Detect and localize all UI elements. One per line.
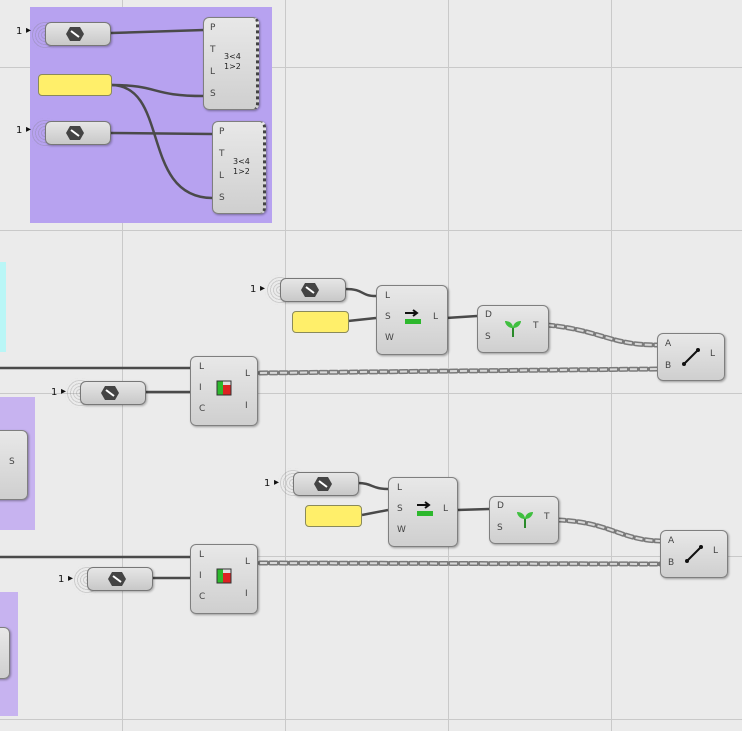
- port-label: P: [219, 127, 225, 137]
- port-label: C: [199, 592, 206, 602]
- partial-component-1[interactable]: S: [0, 430, 28, 500]
- series-icon-text-bottom: 1>2: [233, 167, 250, 176]
- list-item-component-1[interactable]: L I C L I: [190, 356, 258, 426]
- port-label: W: [385, 333, 394, 343]
- port-label: L: [433, 312, 439, 322]
- line-component-2[interactable]: A B L: [660, 530, 728, 578]
- port-label: T: [533, 321, 539, 331]
- line-icon: [685, 545, 703, 563]
- port-label: T: [219, 149, 225, 159]
- port-label: L: [385, 291, 391, 301]
- port-label: I: [245, 401, 248, 411]
- port-label: L: [245, 557, 251, 567]
- sprout-icon: [505, 321, 521, 337]
- number-slider-3[interactable]: [280, 278, 346, 302]
- number-slider-5[interactable]: [293, 472, 359, 496]
- series-component-1[interactable]: P T L S 3<4 1>2: [203, 17, 259, 110]
- port-label: L: [397, 483, 403, 493]
- slider-value-label: 1: [250, 284, 257, 295]
- shift-list-component-1[interactable]: L S W L: [376, 285, 448, 355]
- port-label: T: [544, 512, 550, 522]
- port-label: L: [443, 504, 449, 514]
- panel-yellow-1[interactable]: [38, 74, 112, 96]
- port-label: D: [497, 501, 504, 511]
- port-label: I: [199, 571, 202, 581]
- port-label: I: [199, 383, 202, 393]
- series-component-2[interactable]: P T L S 3<4 1>2: [212, 121, 266, 214]
- series-icon-text-top: 3<4: [233, 157, 250, 166]
- line-component-1[interactable]: A B L: [657, 333, 725, 381]
- port-label: C: [199, 404, 206, 414]
- slider-value-label: 1: [58, 574, 65, 585]
- port-label: S: [385, 312, 391, 322]
- slider-value-label: 1: [264, 478, 271, 489]
- port-label: L: [713, 546, 719, 556]
- port-label: L: [199, 362, 205, 372]
- slider-arrow: ▸: [68, 573, 74, 584]
- port-label: S: [497, 523, 503, 533]
- port-label: I: [245, 589, 248, 599]
- shift-list-component-2[interactable]: L S W L: [388, 477, 458, 547]
- graft-tree-component-2[interactable]: D S T: [489, 496, 559, 544]
- line-icon: [682, 348, 700, 366]
- slider-knob-icon: [108, 572, 126, 586]
- slider-value-label: 1: [16, 26, 23, 37]
- shift-list-icon: [405, 309, 421, 324]
- panel-yellow-2[interactable]: [292, 311, 349, 333]
- slider-arrow: ▸: [274, 477, 280, 488]
- port-label: S: [485, 332, 491, 342]
- port-label: B: [668, 558, 675, 568]
- slider-arrow: ▸: [26, 25, 32, 36]
- port-label: P: [210, 23, 216, 33]
- partial-component-2[interactable]: [0, 627, 10, 679]
- port-label: L: [219, 171, 225, 181]
- port-label: W: [397, 525, 406, 535]
- list-item-icon: [216, 380, 232, 396]
- slider-knob-icon: [66, 126, 84, 140]
- shift-list-icon: [417, 501, 433, 516]
- slider-knob-icon: [314, 477, 332, 491]
- series-icon-text-top: 3<4: [224, 52, 241, 61]
- panel-yellow-3[interactable]: [305, 505, 362, 527]
- list-item-icon: [216, 568, 232, 584]
- port-label: S: [210, 89, 216, 99]
- number-slider-2[interactable]: [45, 121, 111, 145]
- list-item-component-2[interactable]: L I C L I: [190, 544, 258, 614]
- port-label: S: [397, 504, 403, 514]
- slider-value-label: 1: [51, 387, 58, 398]
- graft-tree-component-1[interactable]: D S T: [477, 305, 549, 353]
- port-label: L: [210, 67, 216, 77]
- port-label: S: [219, 193, 225, 203]
- number-slider-1[interactable]: [45, 22, 111, 46]
- slider-arrow: ▸: [61, 386, 67, 397]
- port-label: L: [199, 550, 205, 560]
- group-cyan[interactable]: [0, 262, 6, 352]
- slider-knob-icon: [66, 27, 84, 41]
- slider-knob-icon: [301, 283, 319, 297]
- port-label: L: [710, 349, 716, 359]
- number-slider-6[interactable]: [87, 567, 153, 591]
- port-label: D: [485, 310, 492, 320]
- slider-knob-icon: [101, 386, 119, 400]
- port-label: B: [665, 361, 672, 371]
- port-label: A: [668, 536, 675, 546]
- series-icon-text-bottom: 1>2: [224, 62, 241, 71]
- port-label: L: [245, 369, 251, 379]
- number-slider-4[interactable]: [80, 381, 146, 405]
- sprout-icon: [517, 512, 533, 528]
- slider-arrow: ▸: [260, 283, 266, 294]
- slider-value-label: 1: [16, 125, 23, 136]
- port-label: S: [9, 457, 15, 467]
- port-label: T: [210, 45, 216, 55]
- port-label: A: [665, 339, 672, 349]
- slider-arrow: ▸: [26, 124, 32, 135]
